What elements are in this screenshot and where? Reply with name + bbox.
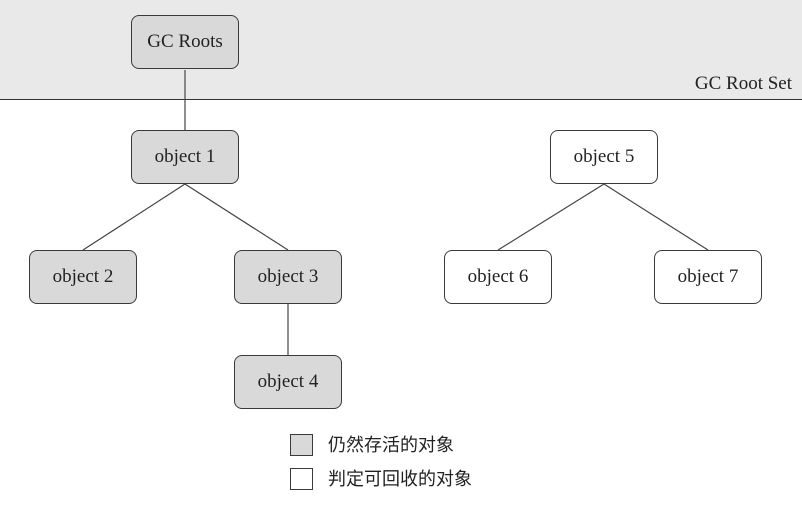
object2-node: object 2 <box>29 250 137 304</box>
object3-node: object 3 <box>234 250 342 304</box>
edge-object1-object2 <box>82 183 186 251</box>
gc-roots-node: GC Roots <box>131 15 239 69</box>
object5-node: object 5 <box>550 130 658 184</box>
edge-object1-object3 <box>184 183 289 251</box>
legend-label-collectable: 判定可回收的对象 <box>328 469 472 489</box>
legend-label-alive: 仍然存活的对象 <box>328 435 454 455</box>
edge-object5-object6 <box>497 183 605 251</box>
gc-root-set-label: GC Root Set <box>694 73 792 94</box>
object4-node: object 4 <box>234 355 342 409</box>
legend-swatch-alive <box>290 434 313 456</box>
legend-swatch-collectable <box>290 468 313 490</box>
edge-object5-object7 <box>603 183 709 251</box>
object6-node: object 6 <box>444 250 552 304</box>
object1-node: object 1 <box>131 130 239 184</box>
object7-node: object 7 <box>654 250 762 304</box>
